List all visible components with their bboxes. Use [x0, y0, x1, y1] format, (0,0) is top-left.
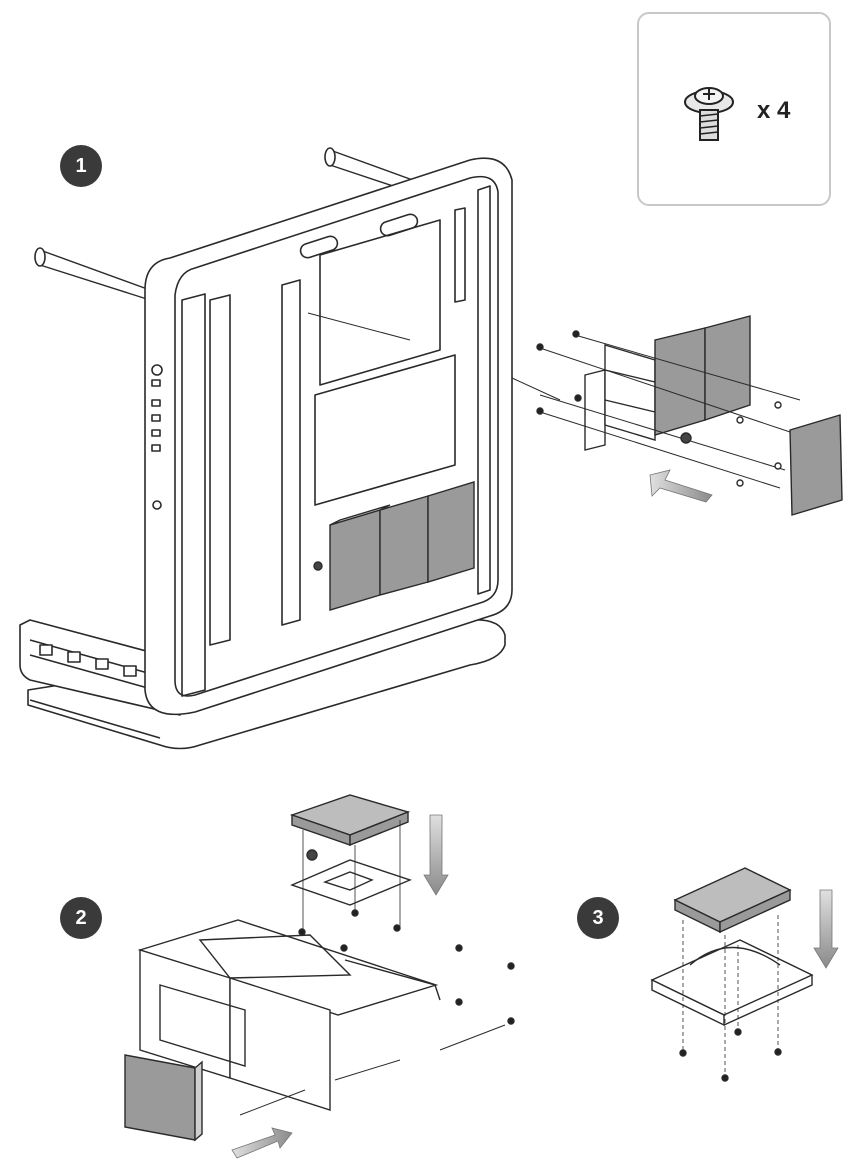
down-arrow-3	[814, 890, 838, 968]
insert-arrow-2	[232, 1128, 292, 1158]
case-chassis	[20, 148, 512, 749]
step-2-illustration	[125, 795, 514, 1140]
step-3-illustration	[652, 868, 812, 1081]
drive-cage-exploded	[537, 316, 842, 515]
down-arrow-2	[424, 815, 448, 895]
insert-arrow-1	[650, 470, 712, 502]
